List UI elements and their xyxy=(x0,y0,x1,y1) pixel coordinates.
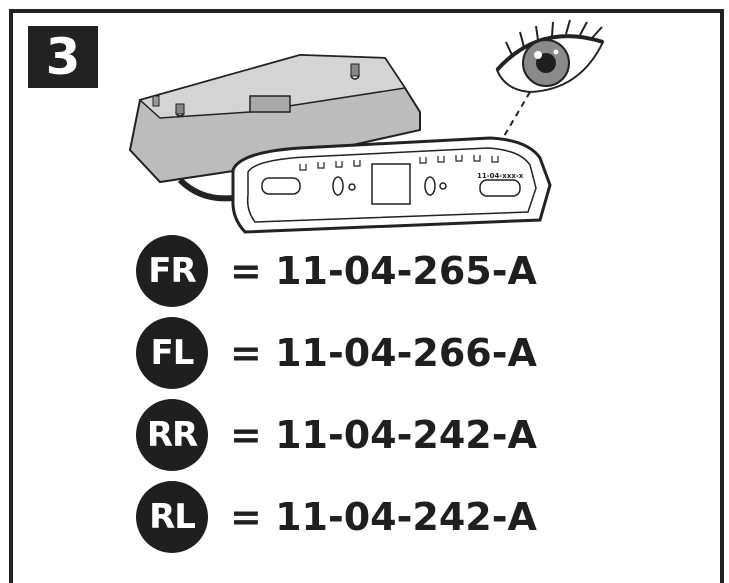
part-code-rr: = 11-04-242-A xyxy=(230,413,537,457)
position-badge-rr: RR xyxy=(136,399,208,471)
position-badge-rl: RL xyxy=(136,481,208,553)
part-code-rl: = 11-04-242-A xyxy=(230,495,537,539)
mapping-row-rr: RR = 11-04-242-A xyxy=(136,397,537,473)
sight-line xyxy=(489,91,531,161)
mapping-row-fr: FR = 11-04-265-A xyxy=(136,233,537,309)
part-code-fl: = 11-04-266-A xyxy=(230,331,537,375)
eye-icon xyxy=(495,19,605,94)
base-plate: 11-04-xxx-x xyxy=(231,136,552,234)
part-illustration: 11-04-xxx-x xyxy=(128,19,605,234)
mapping-row-rl: RL = 11-04-242-A xyxy=(136,479,537,555)
part-number-label: 11-04-xxx-x xyxy=(477,172,524,180)
step-number: 3 xyxy=(28,26,98,88)
housing-part xyxy=(128,53,421,184)
instruction-frame xyxy=(9,9,724,583)
mapping-row-fl: FL = 11-04-266-A xyxy=(136,315,537,391)
position-badge-fr: FR xyxy=(136,235,208,307)
position-badge-fl: FL xyxy=(136,317,208,389)
part-code-fr: = 11-04-265-A xyxy=(230,249,537,293)
